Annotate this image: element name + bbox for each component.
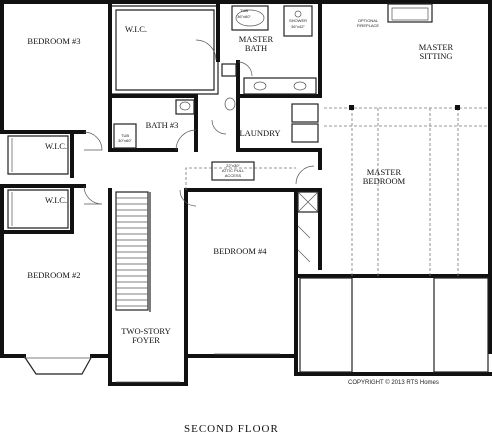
label-shower-2: 36"x42": [291, 24, 305, 29]
label-attic-1: 22"x30": [226, 163, 240, 168]
door-swings: [83, 39, 315, 263]
label-master-bedroom-2: BEDROOM: [363, 176, 406, 186]
label-fireplace-2: FIREPLACE: [357, 23, 380, 28]
label-bedroom3: BEDROOM #3: [27, 36, 80, 46]
interior-walls: [0, 0, 322, 358]
label-bedroom2: BEDROOM #2: [27, 270, 80, 280]
label-attic-3: ACCESS: [225, 173, 242, 178]
roof-areas: [299, 277, 489, 373]
label-bedroom4: BEDROOM #4: [213, 246, 267, 256]
label-master-sitting-2: SITTING: [419, 51, 452, 61]
label-foyer-1: TWO-STORY: [121, 326, 170, 336]
label-fireplace-1: OPTIONAL: [358, 18, 379, 23]
label-wic-top: W.I.C.: [125, 24, 147, 34]
shower-master: [283, 5, 313, 37]
label-master-sitting-1: MASTER: [419, 42, 454, 52]
tub-master: [231, 5, 269, 31]
label-laundry: LAUNDRY: [239, 128, 280, 138]
label-shower-1: SHOWER: [289, 18, 307, 23]
label-master-bath-2: BATH: [245, 43, 267, 53]
label-tub-top-2: 36"x60": [237, 14, 251, 19]
label-tub-bath3-1: TUB: [121, 133, 129, 138]
window-row: [116, 353, 280, 383]
fixtures: [113, 63, 319, 149]
bay-window-bedroom2: [23, 355, 93, 375]
label-foyer-2: FOYER: [132, 335, 160, 345]
floor-title: SECOND FLOOR: [184, 423, 279, 432]
label-master-bath-1: MASTER: [239, 34, 274, 44]
label-wic-b: W.I.C.: [45, 195, 67, 205]
label-tub-top-1: TUB: [240, 8, 248, 13]
label-attic-2: ATTIC PULL: [222, 168, 245, 173]
label-master-bedroom-1: MASTER: [367, 167, 402, 177]
fireplace: [387, 3, 433, 23]
label-bath3: BATH #3: [146, 120, 179, 130]
ceiling-lines: [185, 107, 488, 276]
attic-access-box: [211, 161, 255, 181]
exterior-walls: [0, 0, 492, 386]
staircase: [115, 191, 151, 312]
master-closet: [297, 191, 319, 213]
label-tub-bath3-2: 30"x60": [118, 138, 132, 143]
copyright-text: COPYRIGHT © 2013 RTS Homes: [348, 379, 439, 386]
label-wic-a: W.I.C.: [45, 141, 67, 151]
column-markers: [349, 105, 460, 110]
